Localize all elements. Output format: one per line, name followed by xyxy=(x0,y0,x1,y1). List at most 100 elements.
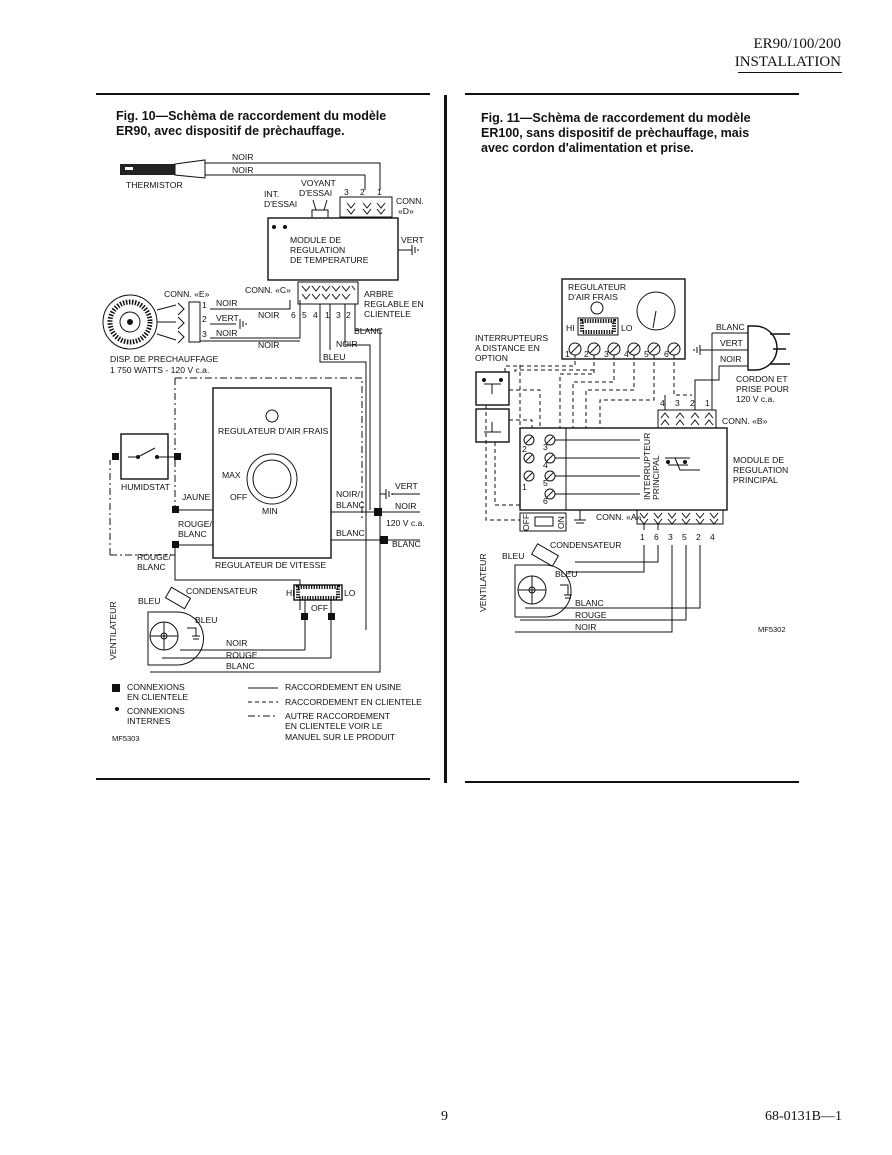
fig11-cordon-1: CORDON ET xyxy=(736,374,788,384)
connector-d: 3 2 1 xyxy=(339,187,393,218)
fig10-fan-rouge: ROUGE xyxy=(226,650,258,660)
jaune-label: JAUNE xyxy=(182,492,210,502)
hi-label: HI xyxy=(286,588,295,598)
fig11-code: MF5302 xyxy=(758,625,786,634)
legend-clientele: RACCORDEMENT EN CLIENTELE xyxy=(285,697,422,707)
arbre-label-2: REGLABLE EN xyxy=(364,299,424,309)
speed-max: MAX xyxy=(222,470,241,480)
arbre-label-1: ARBRE xyxy=(364,289,394,299)
conn-c-pin-1: 1 xyxy=(325,310,330,320)
fig11-interp-label-2: PRINCIPAL xyxy=(651,455,661,500)
conn-d-label-1: CONN. xyxy=(396,196,424,206)
fig10-e-noir-2: NOIR xyxy=(258,340,279,350)
fig11-hi: HI xyxy=(566,323,575,333)
fig10-bottom-rule xyxy=(96,778,430,780)
connector-a: CONN. «A» 1 6 3 5 2 4 xyxy=(596,509,724,542)
speed-min: MIN xyxy=(262,506,278,516)
conn-e-label: CONN. «E» xyxy=(164,289,210,299)
document-number: 68-0131B—1 xyxy=(765,1109,842,1124)
connector-c: CONN. «C» 6 5 4 1 3 2 xyxy=(245,281,359,320)
fig11-condensateur: CONDENSATEUR xyxy=(550,540,621,550)
fig11-left-pin-2: 2 xyxy=(522,444,527,454)
conn-b-pin-2: 2 xyxy=(690,398,695,408)
fig11-fan xyxy=(514,564,572,618)
fig11-inter-label-1: INTERRUPTEURS xyxy=(475,333,548,343)
fig11-fan-rouge: ROUGE xyxy=(575,610,607,620)
legend-conn-int-1: CONNEXIONS xyxy=(127,706,185,716)
conn-e-pin-3: 3 xyxy=(202,329,207,339)
conn-a-pin-5: 5 xyxy=(682,532,687,542)
legend-autre-3: MANUEL SUR LE PRODUIT xyxy=(285,732,396,742)
fig11-inter-label-2: A DISTANCE EN xyxy=(475,343,540,353)
fig11-top-rule xyxy=(465,93,799,95)
fig11-top-pin-6: 6 xyxy=(664,349,669,359)
fig10-fan-blanc: BLANC xyxy=(226,661,255,671)
speed-off: OFF xyxy=(230,492,247,502)
temp-module-vert-label: VERT xyxy=(401,235,425,245)
conn-c-pin-4: 4 xyxy=(313,310,318,320)
fig10-c-blanc: BLANC xyxy=(354,326,383,336)
rouge-blanc-label-1: ROUGE/ xyxy=(178,519,213,529)
fig10-title-line1: Fig. 10—Schèma de raccordement du modèle xyxy=(116,109,387,123)
rouge-blanc-label-4: BLANC xyxy=(137,562,166,572)
preheater-label-2: 1 750 WATTS - 120 V c.a. xyxy=(110,365,209,375)
fig10-diagram: NOIR NOIR THERMISTOR VOYANT D'ESSAI INT.… xyxy=(102,152,425,743)
fig11-reg-label-2: D'AIR FRAIS xyxy=(568,292,618,302)
fig10-blanc-3: BLANC xyxy=(392,539,421,549)
fig10-fan xyxy=(147,611,204,666)
conn-d-pin-1: 1 xyxy=(377,187,382,197)
conn-b-label: CONN. «B» xyxy=(722,416,768,426)
fig11-left-pin-6: 6 xyxy=(543,496,548,506)
fig11-cord-noir: NOIR xyxy=(720,354,741,364)
fig11-title-line3: avec cordon d'alimentation et prise. xyxy=(481,141,694,155)
temp-module-label-2: REGULATION xyxy=(290,245,345,255)
fig11-off: OFF xyxy=(521,514,531,531)
voyant-label-1: VOYANT xyxy=(301,178,336,188)
legend-autre-1: AUTRE RACCORDEMENT xyxy=(285,711,391,721)
fig11-cordon-2: PRISE POUR xyxy=(736,384,789,394)
conn-a-pin-4: 4 xyxy=(710,532,715,542)
legend-autre-2: EN CLIENTELE VOIR LE xyxy=(285,721,383,731)
fig10-noir-120: NOIR xyxy=(395,501,416,511)
fig10-ventilateur: VENTILATEUR xyxy=(108,601,118,660)
temp-module-label-3: DE TEMPERATURE xyxy=(290,255,369,265)
arbre-label-3: CLIENTELE xyxy=(364,309,411,319)
off-on-switch[interactable] xyxy=(519,512,567,532)
int-essai-label-2: D'ESSAI xyxy=(264,199,297,209)
connector-b: 4 3 2 1 xyxy=(657,398,717,429)
conn-c-pin-3: 3 xyxy=(336,310,341,320)
fig11-module-label-1: MODULE DE xyxy=(733,455,784,465)
power-plug-icon xyxy=(747,325,778,371)
conn-b-pin-1: 1 xyxy=(705,398,710,408)
fig10-e1-noir: NOIR xyxy=(216,298,237,308)
fig11-diagram: REGULATEUR D'AIR FRAIS HI LO 1 2 3 4 5 6… xyxy=(475,278,790,634)
fig11-left-pin-4: 4 xyxy=(543,460,548,470)
fig11-module-label-3: PRINCIPAL xyxy=(733,475,778,485)
fig11-left-pin-1: 1 xyxy=(522,482,527,492)
conn-a-label: CONN. «A» xyxy=(596,512,642,522)
fig11-title: Fig. 11—Schèma de raccordement du modèle… xyxy=(481,111,751,156)
lo-label: LO xyxy=(344,588,356,598)
conn-d-label-2: «D» xyxy=(398,206,414,216)
fig11-inter-label-3: OPTION xyxy=(475,353,508,363)
reg-air-frais-label: REGULATEUR D'AIR FRAIS xyxy=(218,426,329,436)
fig11-capacitor xyxy=(530,543,560,567)
voyant-label-2: D'ESSAI xyxy=(299,188,332,198)
fig10-bleu-1: BLEU xyxy=(138,596,160,606)
fig11-title-line1: Fig. 11—Schèma de raccordement du modèle xyxy=(481,111,751,125)
conn-a-pin-2: 2 xyxy=(696,532,701,542)
fig10-label-noir-1: NOIR xyxy=(232,152,253,162)
fig11-module-label-2: REGULATION xyxy=(733,465,788,475)
fig11-ventilateur: VENTILATEUR xyxy=(478,553,488,612)
fig11-cord-vert: VERT xyxy=(720,338,744,348)
preheater-label-1: DISP. DE PRECHAUFFAGE xyxy=(110,354,219,364)
connector-e: 1 2 3 xyxy=(177,300,207,344)
temp-module-label-1: MODULE DE xyxy=(290,235,341,245)
conn-b-pin-3: 3 xyxy=(675,398,680,408)
legend-conn-client-1: CONNEXIONS xyxy=(127,682,185,692)
fig10-120vac: 120 V c.a. xyxy=(386,518,425,528)
header-rule xyxy=(738,72,842,73)
conn-c-pin-2: 2 xyxy=(346,310,351,320)
fig11-fan-blanc: BLANC xyxy=(575,598,604,608)
